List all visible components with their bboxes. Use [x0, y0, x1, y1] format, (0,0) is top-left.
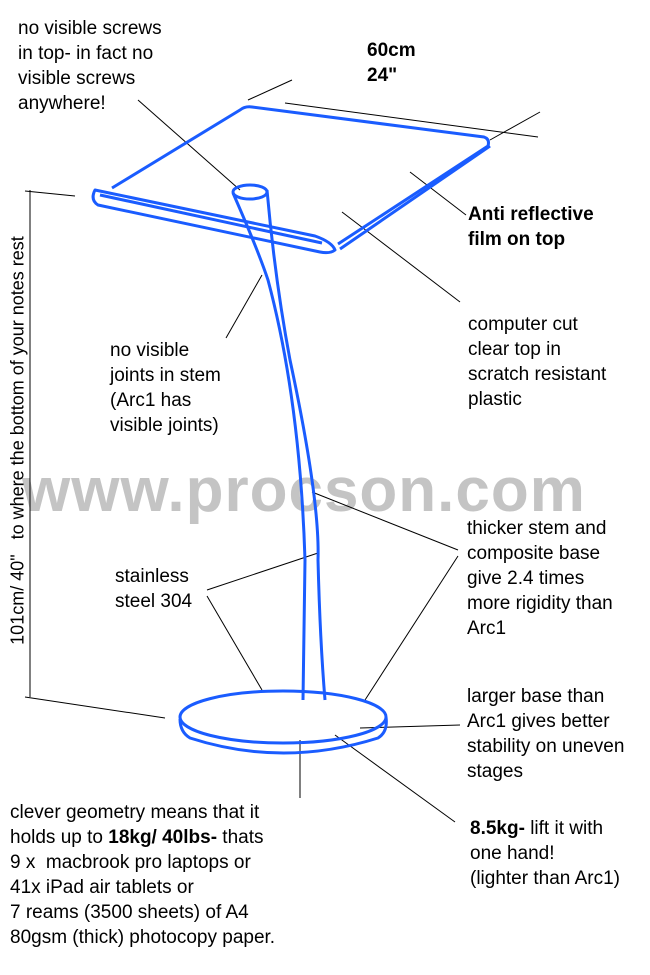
callout-capacity: clever geometry means that it holds up t… [10, 802, 276, 948]
height-dimension: 101cm/ 40" to where the bottom of your n… [7, 236, 28, 645]
lectern-outline [91, 105, 491, 755]
callout-weight: 8.5kg- lift it with one hand!(lighter th… [470, 818, 620, 889]
